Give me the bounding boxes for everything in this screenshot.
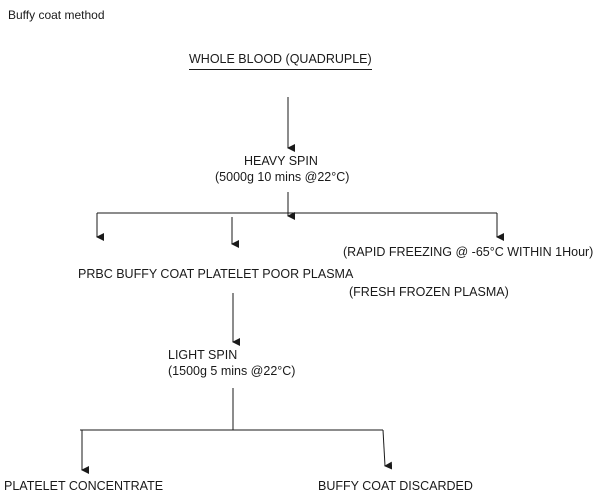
diagram-title: Buffy coat method <box>8 8 105 22</box>
node-products: PRBC BUFFY COAT PLATELET POOR PLASMA <box>78 267 354 281</box>
node-fresh-frozen-plasma: (FRESH FROZEN PLASMA) <box>349 285 509 299</box>
node-heavy-spin-params: (5000g 10 mins @22°C) <box>215 170 350 184</box>
node-light-spin-params: (1500g 5 mins @22°C) <box>168 364 296 378</box>
node-platelet-concentrate: PLATELET CONCENTRATE <box>4 479 164 493</box>
node-heavy-spin: HEAVY SPIN <box>244 154 318 168</box>
node-whole-blood-label: WHOLE BLOOD (QUADRUPLE) <box>189 52 372 70</box>
node-whole-blood: WHOLE BLOOD (QUADRUPLE) <box>189 52 372 70</box>
arrow-branch-buffy-coat-discarded <box>382 429 393 470</box>
node-buffy-coat-discarded: BUFFY COAT DISCARDED <box>318 479 473 493</box>
node-light-spin: LIGHT SPIN <box>168 348 238 362</box>
node-rapid-freezing: (RAPID FREEZING @ -65°C WITHIN 1Hour) <box>343 245 594 259</box>
